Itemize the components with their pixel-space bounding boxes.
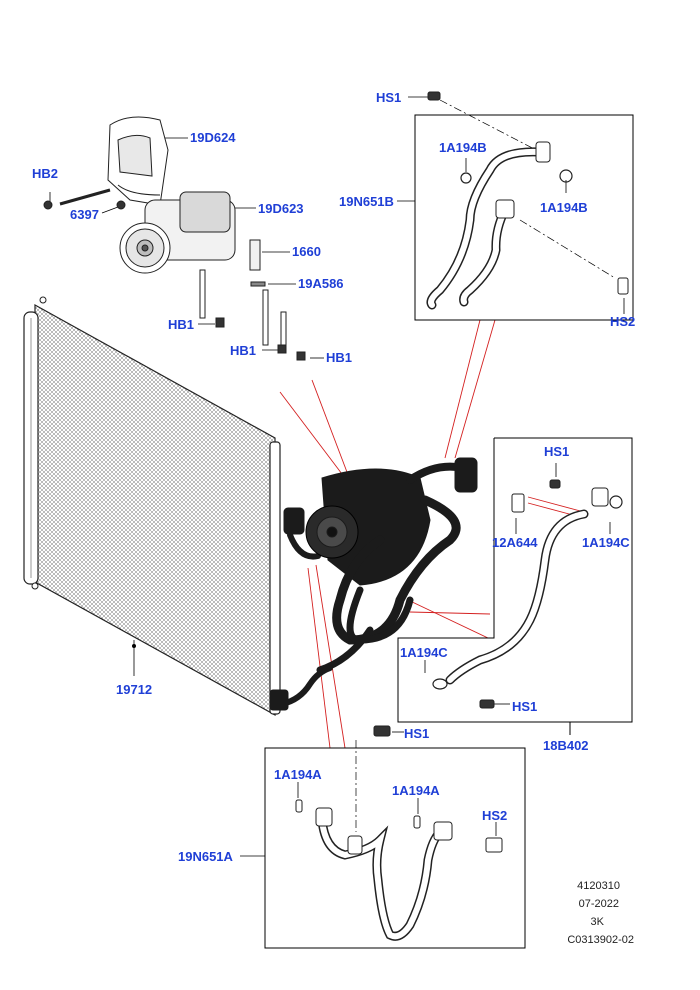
compressor-assembly xyxy=(269,457,478,711)
label-6397[interactable]: 6397 xyxy=(70,207,99,222)
dash-leaders xyxy=(355,99,616,832)
guide-lines xyxy=(279,319,585,749)
label-19d624[interactable]: 19D624 xyxy=(190,130,236,145)
pipe-19n651b xyxy=(426,91,629,310)
label-hs2-bottom[interactable]: HS2 xyxy=(482,808,508,823)
label-hs1-top[interactable]: HS1 xyxy=(376,90,402,105)
label-1a194b-right[interactable]: 1A194B xyxy=(540,200,588,215)
info-drawing-number: C0313902-02 xyxy=(567,934,634,946)
label-19a586[interactable]: 19A586 xyxy=(298,276,344,291)
info-code-4120310: 4120310 xyxy=(577,880,620,892)
pipe-18b402 xyxy=(432,479,623,709)
label-1a194a-left[interactable]: 1A194A xyxy=(274,767,322,782)
label-hs1-bottom[interactable]: HS1 xyxy=(404,726,430,741)
pipe-19n651a xyxy=(295,725,503,941)
label-19712[interactable]: 19712 xyxy=(116,682,153,697)
label-1a194c-left[interactable]: 1A194C xyxy=(400,645,448,660)
box-19n651b xyxy=(414,114,634,321)
detail-boxes xyxy=(264,114,634,949)
label-hs1-right[interactable]: HS1 xyxy=(544,444,570,459)
leader-lines xyxy=(49,96,625,857)
label-19n651b[interactable]: 19N651B xyxy=(339,194,394,209)
compressor-upper xyxy=(43,116,306,361)
label-hb1-left[interactable]: HB1 xyxy=(168,317,195,332)
label-hs2-top[interactable]: HS2 xyxy=(610,314,636,329)
label-1a194c-right[interactable]: 1A194C xyxy=(582,535,630,550)
condenser xyxy=(23,296,281,717)
label-hb2[interactable]: HB2 xyxy=(32,166,59,181)
label-19d623[interactable]: 19D623 xyxy=(258,201,304,216)
box-19n651a xyxy=(264,747,526,949)
label-hb1-mid[interactable]: HB1 xyxy=(230,343,257,358)
label-18b402[interactable]: 18B402 xyxy=(543,738,589,753)
info-date: 07-2022 xyxy=(578,898,619,910)
label-hb1-right[interactable]: HB1 xyxy=(326,350,353,365)
label-1a194b-left[interactable]: 1A194B xyxy=(439,140,487,155)
label-1a194a-right[interactable]: 1A194A xyxy=(392,783,440,798)
info-revision: 3K xyxy=(590,916,604,928)
label-12a644[interactable]: 12A644 xyxy=(492,535,538,550)
box-18b402 xyxy=(397,437,633,723)
label-1660[interactable]: 1660 xyxy=(292,244,321,259)
label-19n651a[interactable]: 19N651A xyxy=(178,849,233,864)
label-hs1-right-low[interactable]: HS1 xyxy=(512,699,538,714)
